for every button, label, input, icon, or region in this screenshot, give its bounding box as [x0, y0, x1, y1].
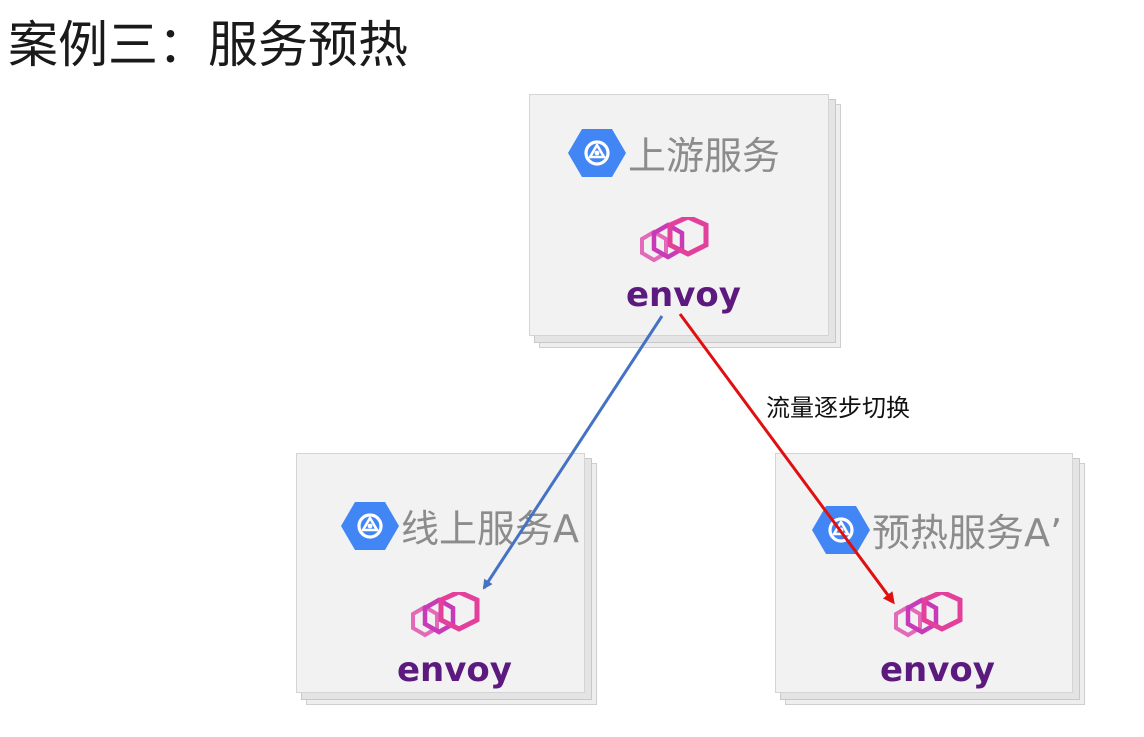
node-upstream-title: 上游服务: [568, 125, 780, 180]
node-warmup-label: 预热服务A’: [872, 511, 1063, 555]
edge-to-warmup-label: 流量逐步切换: [766, 394, 910, 422]
envoy-wordmark: envoy: [880, 650, 995, 690]
node-warmup[interactable]: 预热服务A’ envoy: [775, 453, 1073, 693]
envoy-logo: envoy: [626, 214, 741, 319]
node-online-title: 线上服务A: [341, 498, 579, 553]
node-online-label: 线上服务A: [401, 507, 579, 551]
gcp-icon: [812, 505, 870, 554]
envoy-wordmark: envoy: [626, 275, 741, 315]
gcp-icon: [568, 128, 626, 177]
envoy-wordmark: envoy: [397, 650, 512, 690]
node-upstream[interactable]: 上游服务 envoy: [529, 94, 829, 336]
envoy-logo: envoy: [397, 589, 512, 694]
envoy-icon: [640, 214, 709, 263]
node-online[interactable]: 线上服务A envoy: [296, 453, 585, 693]
envoy-logo: envoy: [880, 589, 995, 694]
gcp-icon: [341, 501, 399, 550]
page-title: 案例三：服务预热: [8, 16, 408, 74]
envoy-icon: [894, 589, 963, 638]
envoy-icon: [411, 589, 480, 638]
node-upstream-label: 上游服务: [628, 134, 781, 178]
node-warmup-title: 预热服务A’: [812, 502, 1062, 557]
